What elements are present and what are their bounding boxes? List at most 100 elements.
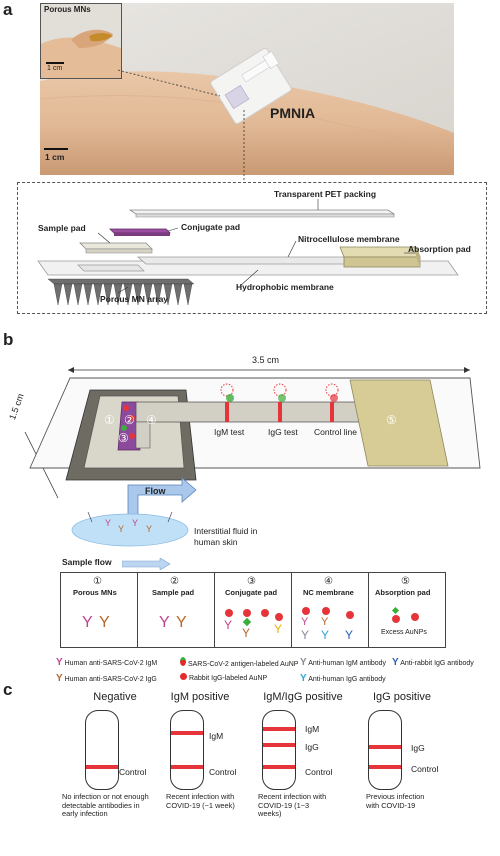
- svg-text:Y: Y: [82, 614, 93, 631]
- svg-text:Y: Y: [99, 614, 110, 631]
- zone-5-pad: [349, 379, 449, 467]
- case-negative-strip: [85, 710, 119, 790]
- zone-2-num: ②: [124, 413, 135, 427]
- rabbit-aunp-icon: [180, 673, 187, 680]
- anti-rabbit-icon: Y: [392, 657, 399, 668]
- igg-test-line: [278, 402, 282, 422]
- mn-array-shape: [47, 278, 195, 306]
- width-label: 3.5 cm: [252, 355, 280, 365]
- svg-text:Y: Y: [159, 614, 170, 631]
- zone-1-num: ①: [104, 413, 115, 427]
- stage-5-name: Absorption pad: [375, 588, 431, 597]
- exploded-view-box: Transparent PET packing Sample pad Conju…: [17, 182, 487, 314]
- case-igm-igg-desc: Recent infection with COVID-19 (1~3 week…: [258, 792, 327, 819]
- anti-igm-icon: Y: [300, 657, 307, 668]
- conjugate-pad-shape: [109, 228, 171, 234]
- zone-4-num: ④: [146, 413, 157, 427]
- svg-text:Y: Y: [105, 518, 111, 528]
- igm-igg-case-control-label: Control: [305, 767, 333, 777]
- igm-igg-case-igm-label: IgM: [305, 724, 320, 734]
- stage-2-num: ②: [170, 576, 179, 587]
- stage-1-name: Porous MNs: [73, 588, 117, 597]
- photo-scale-bar: [44, 148, 68, 150]
- igg-case-control-label: Control: [411, 764, 439, 774]
- igm-antibody-icon: Y: [56, 657, 63, 668]
- sample-pad-shape: [79, 242, 153, 250]
- sample-flow-arrow: [122, 558, 171, 570]
- flow-label: Flow: [145, 486, 166, 496]
- svg-text:Y: Y: [224, 618, 232, 632]
- device-diagram: Y Y Y Y: [24, 367, 481, 547]
- igm-test-line: [225, 402, 229, 422]
- stage-2-name: Sample pad: [152, 588, 195, 597]
- arm-photo: [40, 3, 454, 175]
- igm-igg-case-igm-band: [263, 727, 295, 731]
- legend-anti-igm: Y Anti-human IgM antibody: [300, 657, 387, 668]
- case-igg-strip: [368, 710, 402, 790]
- igm-igg-case-control-band: [263, 765, 295, 769]
- stage-3-name: Conjugate pad: [225, 588, 278, 597]
- pmnia-label: PMNIA: [270, 105, 316, 121]
- stage-4-num: ④: [324, 576, 333, 587]
- zone-3-pad: [117, 401, 141, 451]
- svg-text:Y: Y: [301, 616, 309, 628]
- panel-a-letter: a: [3, 0, 13, 19]
- case-igm-desc: Recent infection with COVID-19 (~1 week): [166, 792, 235, 810]
- stage-5-num: ⑤: [401, 576, 410, 587]
- igm-case-control-band: [171, 765, 203, 769]
- pet-packing-shape: [128, 209, 396, 215]
- flow-arrow: [127, 477, 197, 519]
- nc-membrane-shape: [136, 256, 376, 265]
- panel-c-letter: c: [3, 680, 13, 699]
- case-negative-desc: No infection or not enough detectable an…: [62, 792, 149, 819]
- antigen-aunp-icon: [180, 657, 186, 666]
- control-line: [330, 402, 334, 422]
- connector-lines: [117, 69, 245, 180]
- igm-igg-case-igg-band: [263, 743, 295, 747]
- legend-igg: Y Human anti-SARS-CoV-2 IgG: [56, 673, 157, 684]
- arm-photo-svg: [40, 3, 454, 175]
- sample-flow-label: Sample flow: [62, 557, 112, 567]
- exploded-view-svg: [37, 199, 459, 306]
- stage-4-captures: YY YY Y: [301, 607, 354, 642]
- label-nc-membrane: Nitrocellulose membrane: [298, 234, 400, 244]
- stage-cell-3: ③ Conjugate pad Y Y Y: [215, 573, 292, 647]
- stage-cell-5: ⑤ Absorption pad Excess AuNPs: [369, 573, 445, 647]
- igg-case-igg-band: [369, 745, 401, 749]
- inset-finger-svg: [41, 4, 121, 78]
- legend-anti-rabbit: Y Anti-rabbit IgG antibody: [392, 657, 474, 668]
- case-negative-title: Negative: [93, 691, 137, 703]
- stage-4-name: NC membrane: [303, 588, 354, 597]
- zone-5-num: ⑤: [386, 413, 397, 427]
- svg-text:Y: Y: [176, 614, 187, 631]
- zone-3-num: ③: [118, 431, 129, 445]
- label-sample-pad: Sample pad: [38, 223, 86, 233]
- svg-text:Y: Y: [345, 628, 353, 642]
- zone-4-membrane: [135, 401, 371, 423]
- svg-text:Y: Y: [146, 524, 152, 534]
- legend-anti-igg: Y Anti-human IgG antibody: [300, 673, 386, 684]
- legend-antigen-aunp: SARS-CoV-2 antigen-labeled AuNP: [180, 657, 298, 668]
- igm-test-label: IgM test: [214, 427, 245, 437]
- photo-scale-label: 1 cm: [45, 152, 65, 162]
- svg-text:Y: Y: [321, 616, 329, 628]
- svg-text:Y: Y: [301, 628, 309, 642]
- negative-control-band: [86, 765, 118, 769]
- case-igg-title: IgG positive: [372, 691, 432, 703]
- igg-case-igg-label: IgG: [411, 743, 425, 753]
- fluid-label-1: Interstitial fluid in: [194, 526, 258, 536]
- case-igm-strip: [170, 710, 204, 790]
- fluid-label-2: human skin: [194, 537, 238, 547]
- svg-text:Y: Y: [242, 626, 250, 640]
- pmnia-patch: [210, 47, 292, 125]
- control-line-label: Control line: [314, 427, 357, 437]
- case-igg-desc: Previous infection with COVID-19: [366, 792, 425, 810]
- igm-case-control-label: Control: [209, 767, 237, 777]
- inset-photo: Porous MNs 1 cm: [40, 3, 122, 79]
- fluid-ellipse: [71, 513, 189, 547]
- stage-3-num: ③: [247, 576, 256, 587]
